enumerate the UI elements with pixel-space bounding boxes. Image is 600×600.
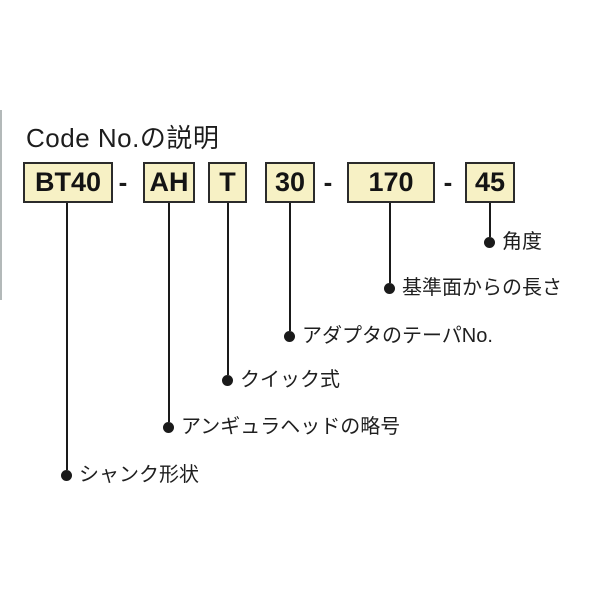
leader-line <box>227 203 229 375</box>
leader-bullet <box>222 375 233 386</box>
code-separator: - <box>118 167 128 197</box>
leader-line <box>389 203 391 283</box>
leader-bullet <box>61 470 72 481</box>
left-table-border <box>0 110 2 300</box>
leader-bullet <box>163 422 174 433</box>
code-box-angle-value: 45 <box>474 167 506 197</box>
leader-bullet <box>484 237 495 248</box>
code-box-shank-value: BT40 <box>34 167 102 197</box>
leader-bullet <box>284 331 295 342</box>
code-box-head: AH <box>143 162 195 203</box>
label-head: アンギュラヘッドの略号 <box>181 416 401 438</box>
label-quick: クイック式 <box>240 369 340 391</box>
code-box-angle: 45 <box>465 162 515 203</box>
leader-line <box>289 203 291 331</box>
code-separator: - <box>443 167 453 197</box>
code-separator: - <box>323 167 333 197</box>
code-box-length: 170 <box>347 162 435 203</box>
code-box-shank: BT40 <box>23 162 113 203</box>
leader-line <box>489 203 491 237</box>
page-title: Code No.の説明 <box>26 123 220 153</box>
label-taper: アダプタのテーパNo. <box>302 325 493 347</box>
code-box-length-value: 170 <box>368 167 414 197</box>
code-box-quick: T <box>208 162 247 203</box>
label-length: 基準面からの長さ <box>402 277 562 299</box>
label-shank: シャンク形状 <box>79 464 199 486</box>
leader-line <box>66 203 68 470</box>
leader-bullet <box>384 283 395 294</box>
leader-line <box>168 203 170 422</box>
code-box-head-value: AH <box>149 167 189 197</box>
code-box-taper-value: 30 <box>274 167 306 197</box>
code-box-quick-value: T <box>219 167 236 197</box>
label-angle: 角度 <box>502 231 542 253</box>
code-box-taper: 30 <box>265 162 315 203</box>
